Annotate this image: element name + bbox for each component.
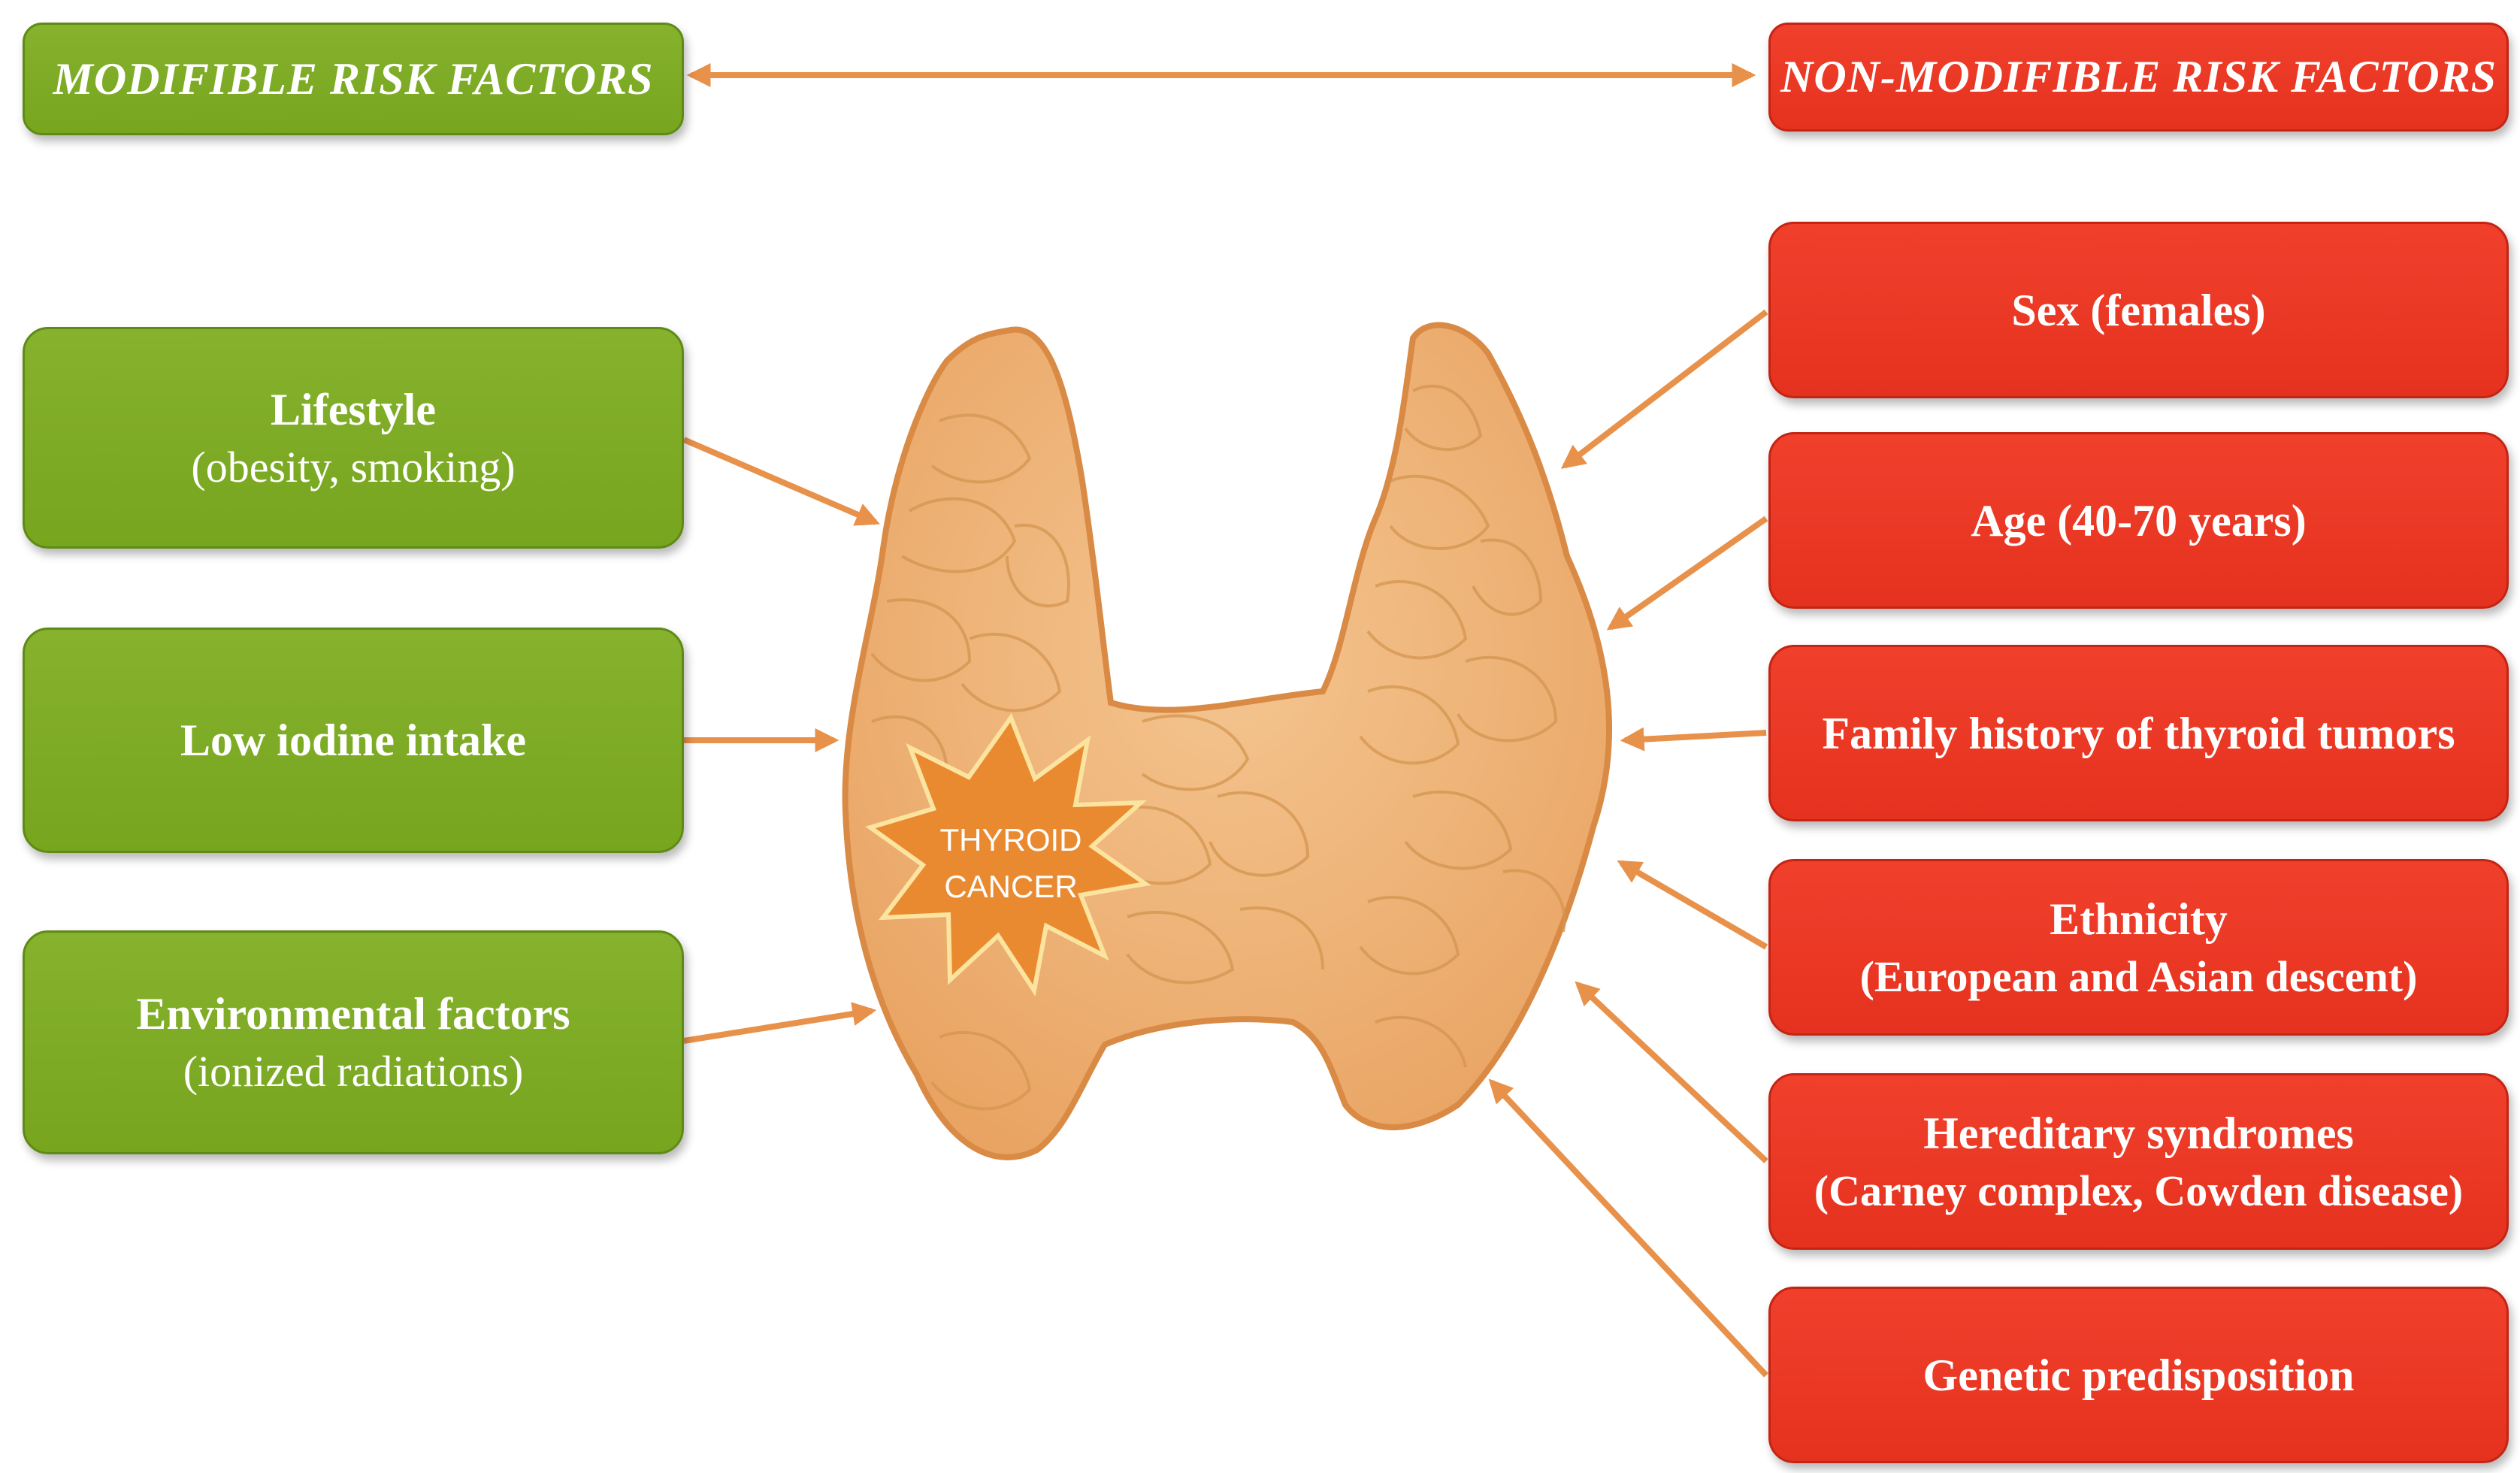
arrow-ethnicity — [1617, 860, 1768, 950]
non-modifiable-risk-factors-header: NON-MODIFIBLE RISK FACTORS — [1768, 23, 2509, 132]
factor-title: Lifestyle — [271, 384, 436, 434]
thyroid-lobule-texture — [870, 384, 1566, 1111]
factor-box-lifestyle: Lifestyle (obesity, smoking) — [23, 327, 684, 549]
factor-box-hereditary: Hereditary syndromes (Carney complex, Co… — [1768, 1073, 2509, 1250]
arrow-genetic — [1488, 1078, 1768, 1378]
arrow-environmental — [683, 1002, 877, 1044]
cancer-starburst — [865, 712, 1151, 997]
arrow-age — [1606, 516, 1768, 631]
factor-title: Age (40-70 years) — [1971, 495, 2307, 546]
factor-box-low-iodine: Low iodine intake — [23, 628, 684, 853]
modifiable-header-label: MODIFIBLE RISK FACTORS — [53, 53, 654, 104]
thyroid-gland-illustration: THYROID CANCER — [842, 322, 1613, 1160]
factor-title: Environmental factors — [136, 989, 570, 1039]
modifiable-arrows — [682, 437, 880, 1044]
factor-detail: (ionized radiations) — [183, 1047, 524, 1096]
factor-title: Ethnicity — [2050, 894, 2228, 944]
factor-detail: (Carney complex, Cowden disease) — [1814, 1166, 2464, 1215]
factor-box-ethnicity: Ethnicity (European and Asian descent) — [1768, 859, 2509, 1036]
factor-box-genetic: Genetic predisposition — [1768, 1287, 2509, 1463]
factor-detail: (European and Asian descent) — [1859, 951, 2418, 1001]
factor-title: Sex (females) — [2011, 285, 2266, 335]
factor-box-sex: Sex (females) — [1768, 222, 2509, 398]
non-modifiable-arrows — [1488, 309, 1768, 1378]
arrow-lifestyle — [682, 437, 880, 526]
factor-box-family-history: Family history of thyroid tumors — [1768, 645, 2509, 821]
non-modifiable-header-label: NON-MODIFIBLE RISK FACTORS — [1780, 52, 2497, 101]
factor-box-environmental: Environmental factors (ionized radiation… — [23, 930, 684, 1154]
modifiable-risk-factors-header: MODIFIBLE RISK FACTORS — [23, 23, 684, 135]
factor-detail: (obesity, smoking) — [191, 442, 516, 492]
factor-title: Hereditary syndromes — [1923, 1108, 2354, 1158]
thyroid-cancer-label-line2: CANCER — [944, 869, 1077, 904]
arrow-hereditary — [1575, 981, 1768, 1163]
factor-title: Genetic predisposition — [1923, 1350, 2355, 1400]
thyroid-cancer-label-line1: THYROID — [940, 822, 1082, 857]
factor-title: Low iodine intake — [180, 715, 527, 765]
arrow-family-history — [1620, 727, 1767, 752]
factor-title: Family history of thyroid tumors — [1822, 708, 2455, 758]
factor-box-age: Age (40-70 years) — [1768, 432, 2509, 609]
arrow-sex — [1560, 309, 1768, 469]
